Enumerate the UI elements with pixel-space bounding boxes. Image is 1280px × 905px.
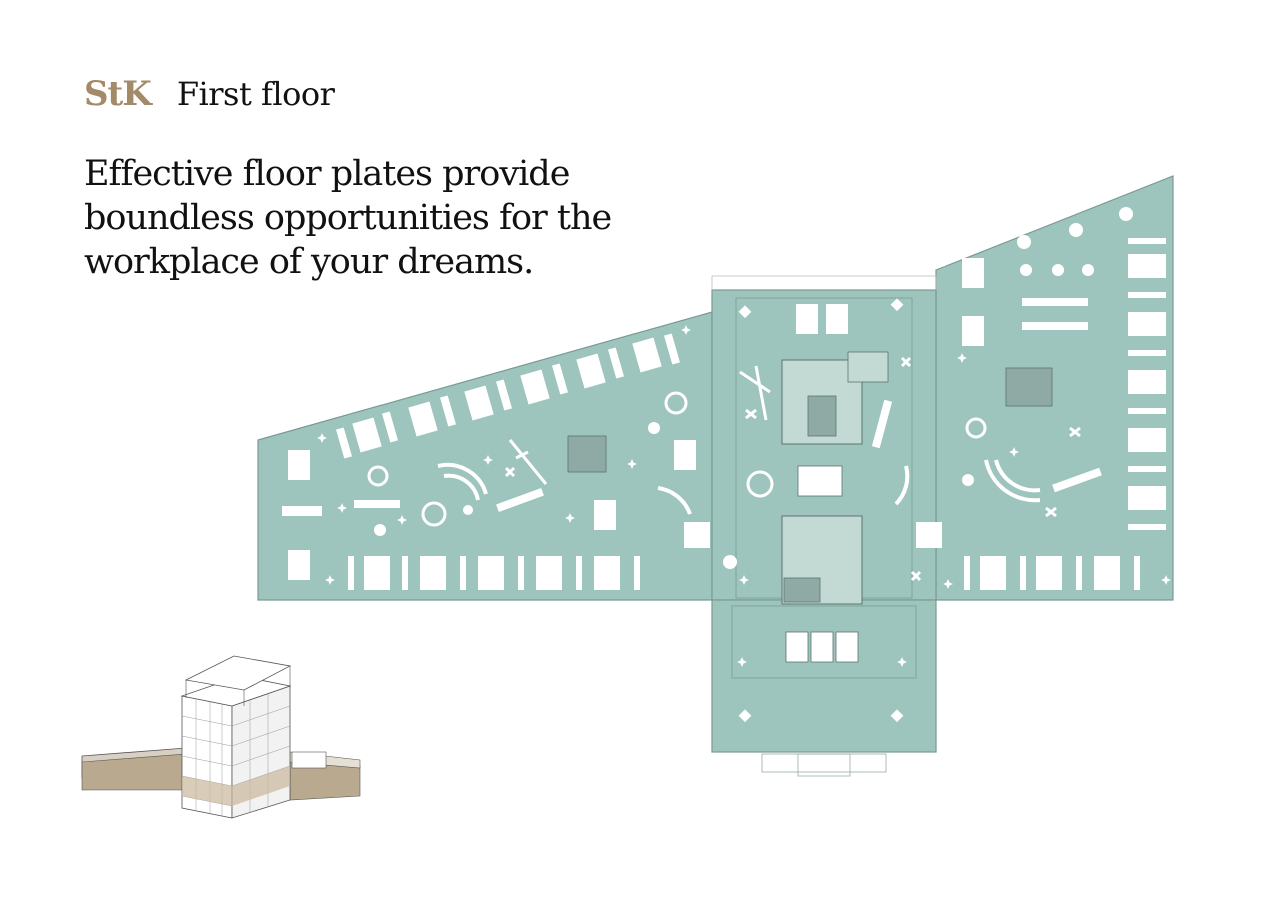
desk-row-bottom-right (964, 556, 1140, 590)
desk-row-diagonal (336, 333, 680, 459)
desk-column-right (1128, 238, 1166, 530)
meeting-booths (288, 258, 984, 580)
page-header: StK First floor (84, 74, 335, 114)
building-core (781, 351, 889, 663)
floor-title: First floor (176, 75, 335, 113)
desk-row-bottom-left (348, 556, 640, 590)
headline: Effective floor plates provide boundless… (84, 154, 612, 282)
brand-logo: StK (84, 74, 152, 114)
floor-south-extension (711, 599, 937, 753)
